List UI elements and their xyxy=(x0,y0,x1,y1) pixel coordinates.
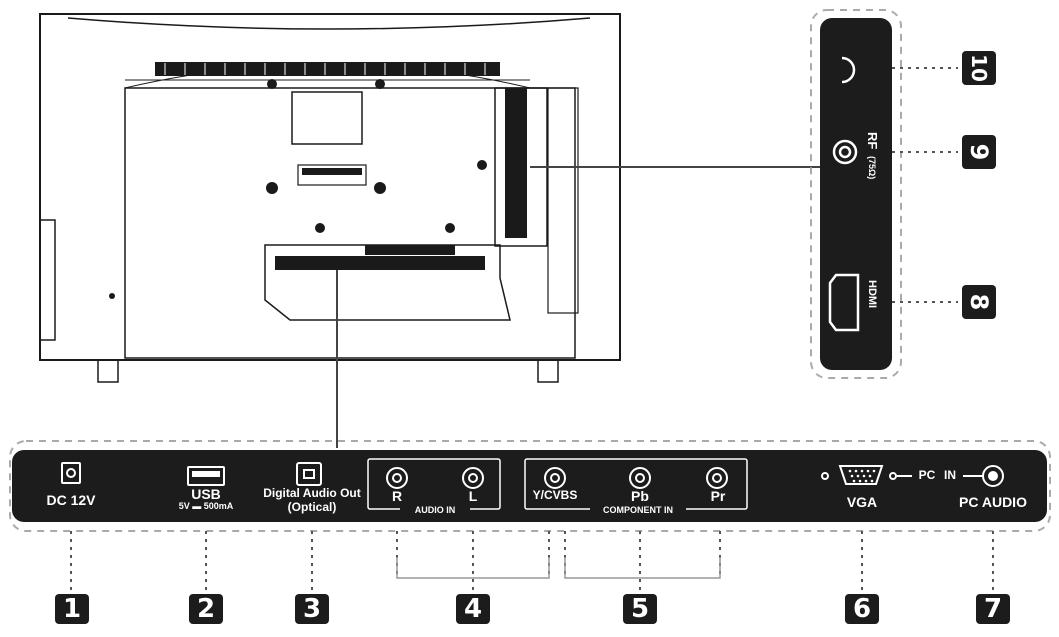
vent-strip xyxy=(155,62,500,76)
stand-foot-left xyxy=(97,359,119,383)
group-brackets xyxy=(396,557,721,579)
callout-10: 10 xyxy=(962,51,996,85)
pc-in-pc-label: PC xyxy=(918,468,936,482)
side-connector-panel xyxy=(494,87,579,314)
optical-label-line2: (Optical) xyxy=(287,500,337,514)
callout-9: 9 xyxy=(962,135,996,169)
dc-12v-label: DC 12V xyxy=(46,492,96,508)
hdmi-label: HDMI xyxy=(866,280,878,309)
pc-in-in-label: IN xyxy=(944,468,956,482)
optical-label-line1: Digital Audio Out xyxy=(263,486,361,500)
screw-holes xyxy=(109,79,487,299)
rf-impedance-label: (75Ω) xyxy=(867,156,877,180)
component-in-label: COMPONENT IN xyxy=(590,505,686,515)
tv-back xyxy=(39,13,621,361)
audio-r-label: R xyxy=(391,488,403,504)
usb-rating-label: 5V ▬ 500mA xyxy=(178,501,234,511)
callout-2: 2 xyxy=(189,594,223,624)
audio-in-label: AUDIO IN xyxy=(400,505,470,515)
usb-label: USB xyxy=(191,486,221,502)
pb-label: Pb xyxy=(631,488,649,504)
leader-lines xyxy=(336,166,820,448)
rf-label: RF xyxy=(865,132,880,150)
pr-label: Pr xyxy=(710,488,726,504)
bottom-zoom-panel xyxy=(12,450,1047,522)
callout-5: 5 xyxy=(623,594,657,624)
audio-l-label: L xyxy=(468,488,478,504)
callout-leaders xyxy=(70,67,994,590)
vga-label: VGA xyxy=(846,494,878,510)
callout-1: 1 xyxy=(55,594,89,624)
right-zoom-panel xyxy=(820,18,892,370)
callout-3: 3 xyxy=(295,594,329,624)
callout-6: 6 xyxy=(845,594,879,624)
callout-7: 7 xyxy=(976,594,1010,624)
right-port-glyphs xyxy=(828,56,860,332)
bottom-connector-panel xyxy=(264,244,511,321)
callout-4: 4 xyxy=(456,594,490,624)
label-plate xyxy=(291,91,363,145)
ycvbs-label: Y/CVBS xyxy=(532,488,578,502)
callout-8: 8 xyxy=(962,285,996,319)
stand-foot-right xyxy=(537,359,559,383)
pc-audio-label: PC AUDIO xyxy=(959,494,1027,510)
